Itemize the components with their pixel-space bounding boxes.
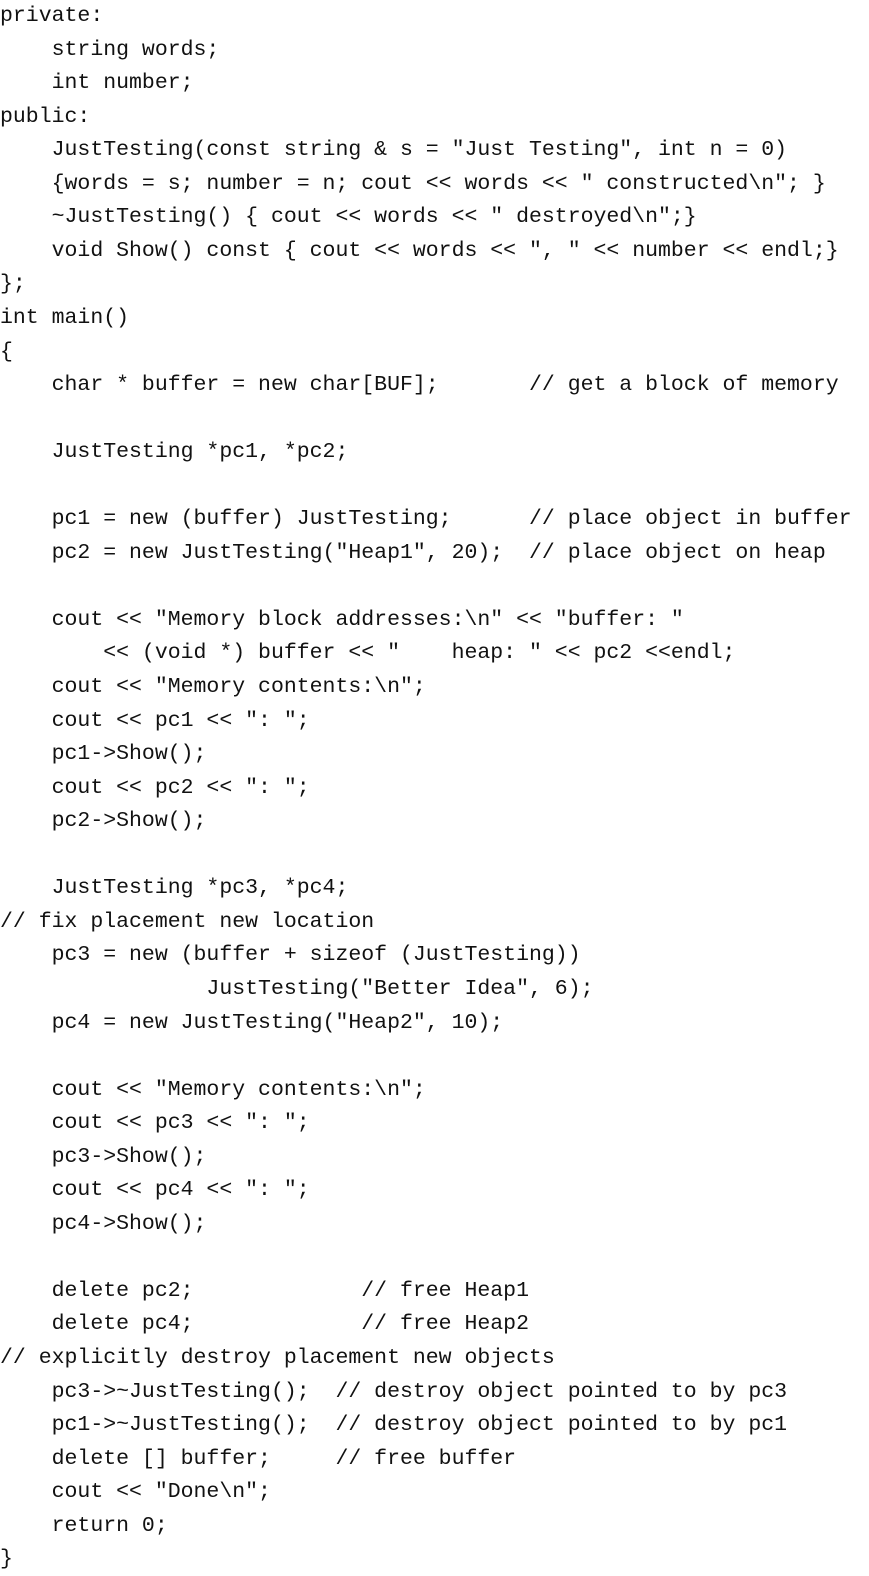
code-line: { — [0, 339, 13, 364]
code-line: pc3->Show(); — [0, 1144, 207, 1169]
code-line: delete pc4; // free Heap2 — [0, 1312, 529, 1337]
code-line: << (void *) buffer << " heap: " << pc2 <… — [0, 641, 736, 666]
code-line: cout << "Memory block addresses:\n" << "… — [0, 607, 684, 632]
code-line: cout << "Done\n"; — [0, 1480, 271, 1505]
code-line: pc1->~JustTesting(); // destroy object p… — [0, 1413, 788, 1438]
code-line: string words; — [0, 37, 220, 62]
code-line: pc4->Show(); — [0, 1211, 207, 1236]
code-line: JustTesting("Better Idea", 6); — [0, 976, 594, 1001]
code-line: private: — [0, 4, 104, 28]
code-line: cout << pc4 << ": "; — [0, 1178, 310, 1203]
code-line: }; — [0, 272, 26, 297]
code-line: } — [0, 1547, 13, 1572]
code-line: int main() — [0, 305, 130, 330]
code-line: void Show() const { cout << words << ", … — [0, 238, 839, 263]
code-line: pc1->Show(); — [0, 742, 207, 767]
code-line: {words = s; number = n; cout << words <<… — [0, 171, 826, 196]
code-line: cout << "Memory contents:\n"; — [0, 1077, 426, 1102]
code-line: delete pc2; // free Heap1 — [0, 1278, 529, 1303]
code-line: pc4 = new JustTesting("Heap2", 10); — [0, 1010, 504, 1035]
code-line: JustTesting(const string & s = "Just Tes… — [0, 138, 788, 163]
code-line: delete [] buffer; // free buffer — [0, 1446, 517, 1471]
code-line: // explicitly destroy placement new obje… — [0, 1346, 555, 1370]
code-line: ~JustTesting() { cout << words << " dest… — [0, 205, 697, 230]
code-line: pc2->Show(); — [0, 809, 207, 834]
code-line: // fix placement new location — [0, 909, 375, 934]
code-line: cout << pc2 << ": "; — [0, 775, 310, 800]
code-line: JustTesting *pc1, *pc2; — [0, 440, 349, 465]
code-line: pc1 = new (buffer) JustTesting; // place… — [0, 507, 852, 532]
code-line: cout << "Memory contents:\n"; — [0, 675, 426, 699]
code-line: char * buffer = new char[BUF]; // get a … — [0, 373, 839, 398]
code-line: cout << pc3 << ": "; — [0, 1111, 310, 1136]
code-line: pc3->~JustTesting(); // destroy object p… — [0, 1379, 788, 1404]
code-line: cout << pc1 << ": "; — [0, 708, 310, 733]
code-line: public: — [0, 104, 91, 129]
code-line: return 0; — [0, 1513, 168, 1538]
code-line: int number; — [0, 71, 194, 96]
code-line: JustTesting *pc3, *pc4; — [0, 876, 349, 901]
code-line: pc2 = new JustTesting("Heap1", 20); // p… — [0, 540, 826, 565]
code-line: pc3 = new (buffer + sizeof (JustTesting)… — [0, 943, 581, 968]
